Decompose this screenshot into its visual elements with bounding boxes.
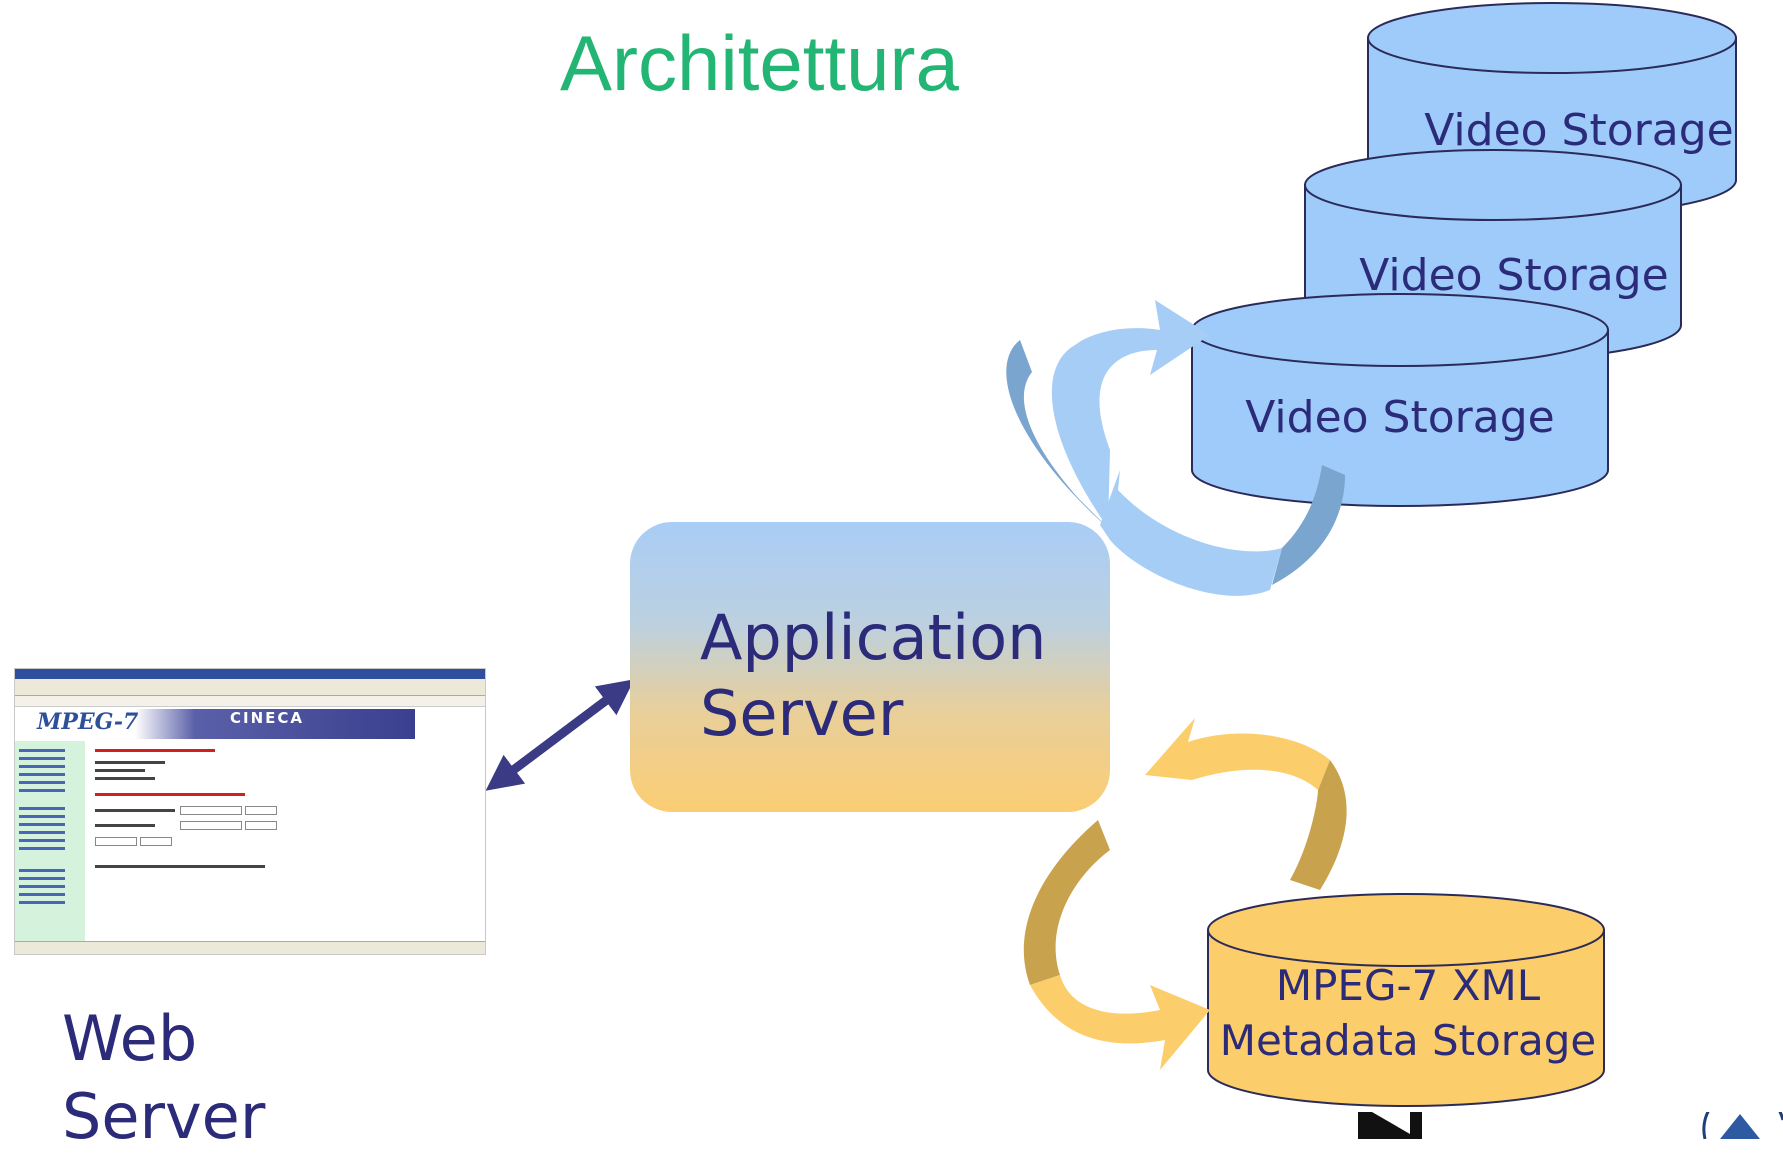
thumb-cineca-banner: CINECA [230,709,305,727]
web-server-label: Web Server [62,1000,362,1156]
web-browser-thumbnail: MPEG-7 CINECA [14,668,486,955]
video-storage-cylinder-3: Video Storage [1191,293,1609,507]
thumb-toolbar [15,679,485,696]
metadata-storage-cylinder: MPEG-7 XML Metadata Storage [1207,893,1605,1107]
logo-partial-n [1358,1112,1422,1139]
video-storage-label-3: Video Storage [1245,392,1554,443]
video-storage-label-1: Video Storage [1424,105,1733,156]
thumb-titlebar [15,669,485,679]
web-server-line2: Server [62,1080,266,1153]
video-storage-label-2: Video Storage [1359,250,1668,301]
application-server-line2: Server [700,677,904,750]
slide-title: Architettura [560,19,959,107]
thumb-statusbar [15,941,485,954]
thumb-banner [15,709,415,739]
application-server-line1: Application [700,601,1047,674]
video-sync-arrows [1006,300,1345,596]
thumb-addressbar [15,696,485,707]
application-server-box [630,522,1110,812]
application-server-label: Application Server [700,600,1080,752]
web-app-link-arrow [485,679,635,791]
metadata-label-line2: Metadata Storage [1220,1016,1597,1065]
logo-partial-emblem [1702,1112,1783,1139]
metadata-sync-arrows [1023,718,1347,1070]
web-server-line1: Web [62,1002,198,1075]
metadata-label-line1: MPEG-7 XML [1276,961,1541,1010]
thumb-sidebar [15,741,85,954]
thumb-mpeg-logo: MPEG-7 [37,709,139,735]
